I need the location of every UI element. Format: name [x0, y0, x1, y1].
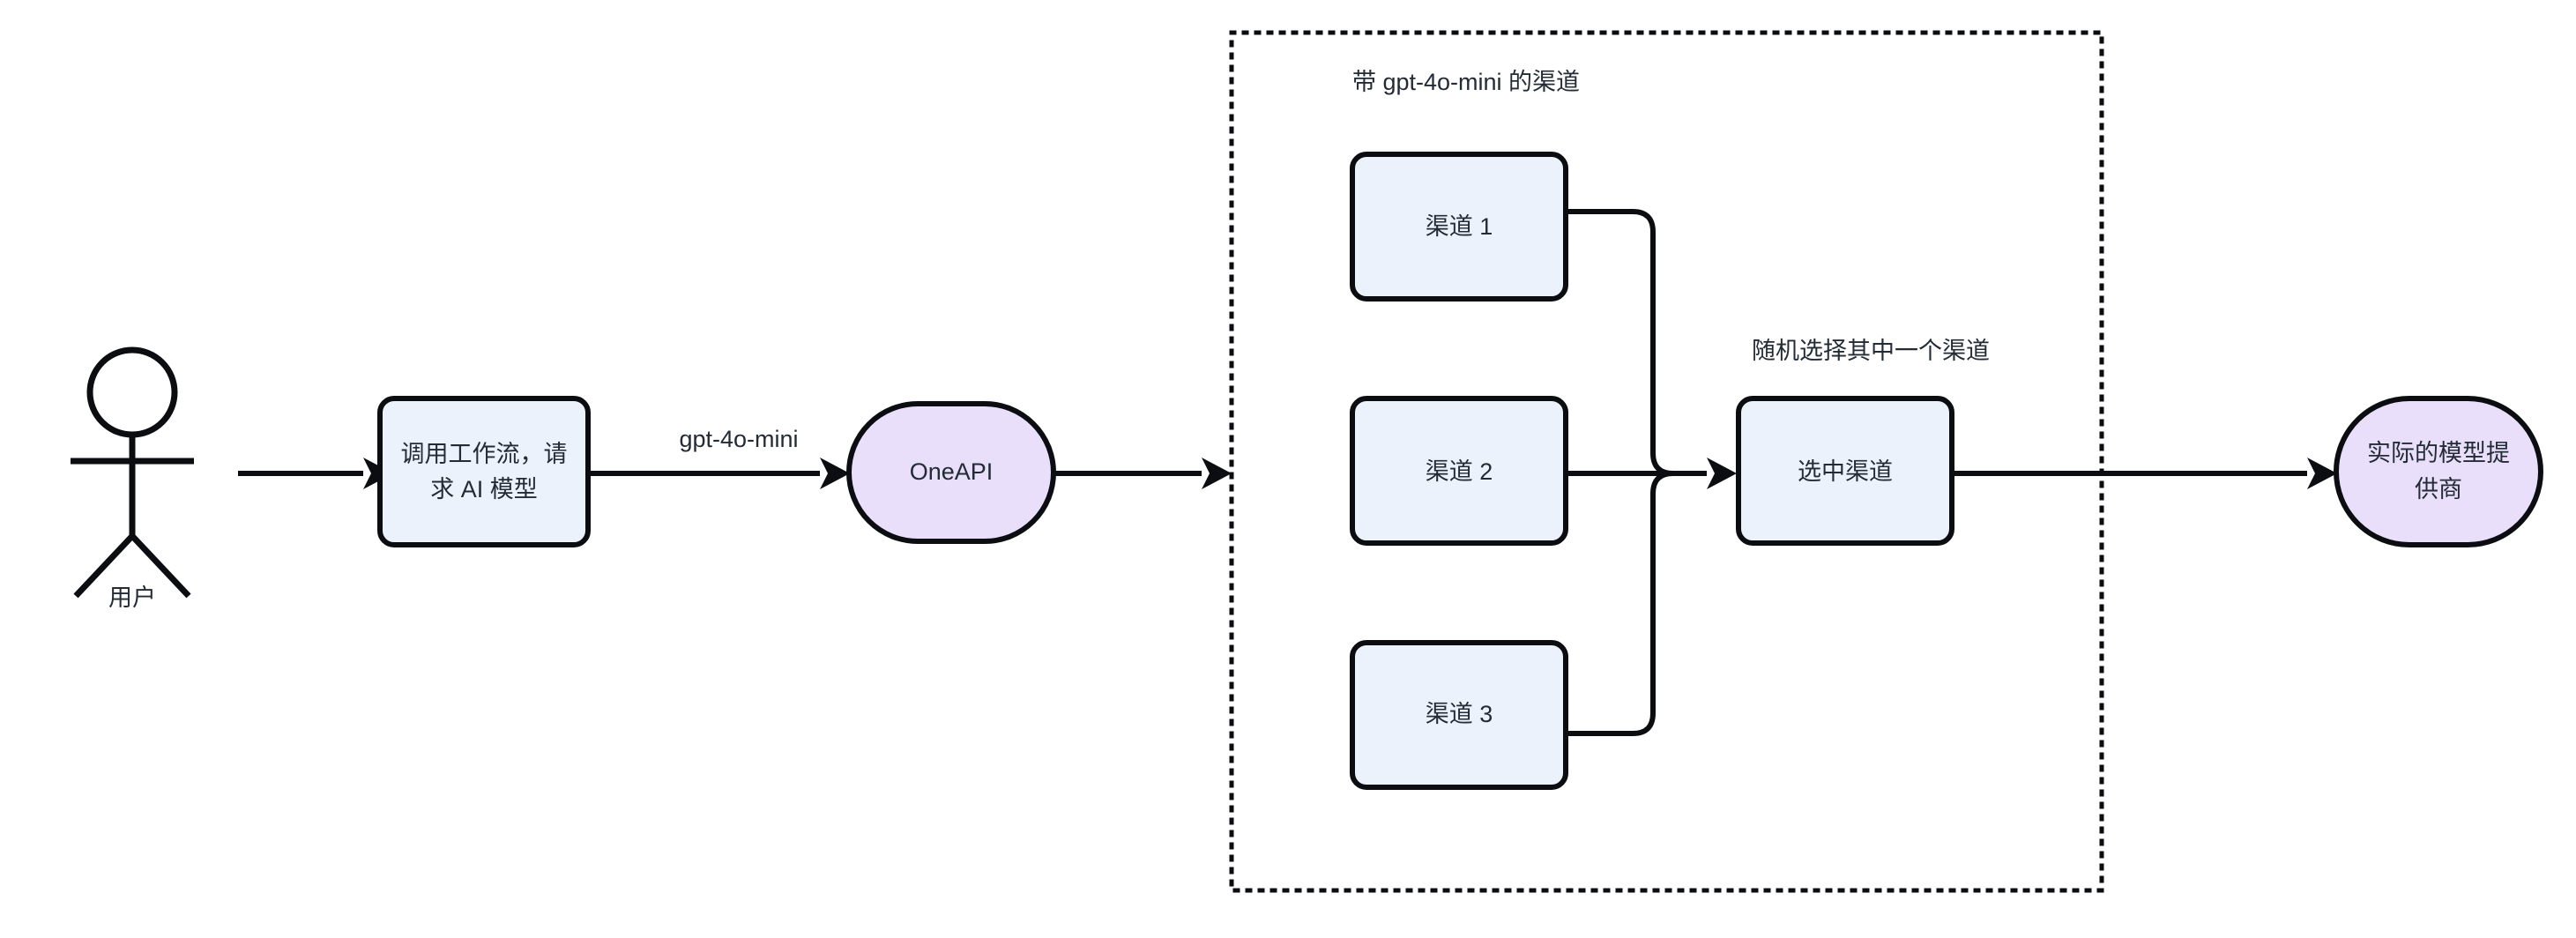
node-selected-channel[interactable]: 选中渠道: [1736, 396, 1954, 546]
node-oneapi[interactable]: OneAPI: [846, 401, 1056, 544]
node-provider-label-line2: 供商: [2415, 476, 2462, 502]
node-provider-shape[interactable]: [2334, 396, 2543, 547]
node-channel3-box[interactable]: [1350, 640, 1568, 790]
actor-user: [71, 346, 194, 599]
node-channel3[interactable]: 渠道 3: [1350, 640, 1568, 790]
edge-user-to-workflow: [238, 458, 393, 489]
arrowhead-icon: [1202, 458, 1232, 489]
node-workflow[interactable]: 调用工作流，请 求 AI 模型: [377, 396, 591, 547]
edge-channel3-to-selected-line: [1566, 471, 1707, 736]
node-channel2[interactable]: 渠道 2: [1350, 396, 1568, 546]
actor-user-label: 用户: [108, 584, 156, 611]
node-selected-channel-label: 选中渠道: [1798, 458, 1893, 485]
node-channel1-label: 渠道 1: [1426, 213, 1493, 240]
node-workflow-label-line2: 求 AI 模型: [430, 476, 538, 502]
arrowhead-icon: [820, 458, 850, 489]
edge-selected-to-provider: [1952, 458, 2337, 489]
edge-label-gpt-4o-mini: gpt-4o-mini: [679, 426, 798, 452]
node-channel1-box[interactable]: [1350, 152, 1568, 302]
edge-label-random-select-channel: 随机选择其中一个渠道: [1752, 338, 1990, 364]
node-provider[interactable]: 实际的模型提 供商: [2334, 396, 2543, 547]
gpt4omini-channel-group-border: [1229, 30, 2104, 893]
node-workflow-box[interactable]: [377, 396, 591, 547]
edge-channel1-to-selected-line: [1566, 209, 1707, 476]
node-channel2-label: 渠道 2: [1426, 458, 1493, 485]
edge-workflow-to-oneapi: [588, 458, 850, 489]
edge-oneapi-to-group: [1054, 458, 1232, 489]
edge-channel3-to-selected: [1566, 471, 1707, 736]
node-channel3-label: 渠道 3: [1426, 701, 1493, 727]
node-workflow-label-line1: 调用工作流，请: [401, 441, 568, 467]
edge-channel1-to-selected: [1566, 209, 1707, 476]
arrowhead-icon: [1707, 458, 1737, 489]
node-oneapi-shape[interactable]: [846, 401, 1056, 544]
gpt4omini-channel-group-title: 带 gpt-4o-mini 的渠道: [1352, 69, 1580, 95]
node-provider-label-line1: 实际的模型提: [2367, 440, 2510, 466]
node-channel1[interactable]: 渠道 1: [1350, 152, 1568, 302]
arrowhead-icon: [2307, 458, 2337, 489]
actor-legs-icon: [73, 533, 191, 599]
node-oneapi-label: OneAPI: [910, 458, 994, 485]
actor-head-icon: [86, 346, 178, 438]
